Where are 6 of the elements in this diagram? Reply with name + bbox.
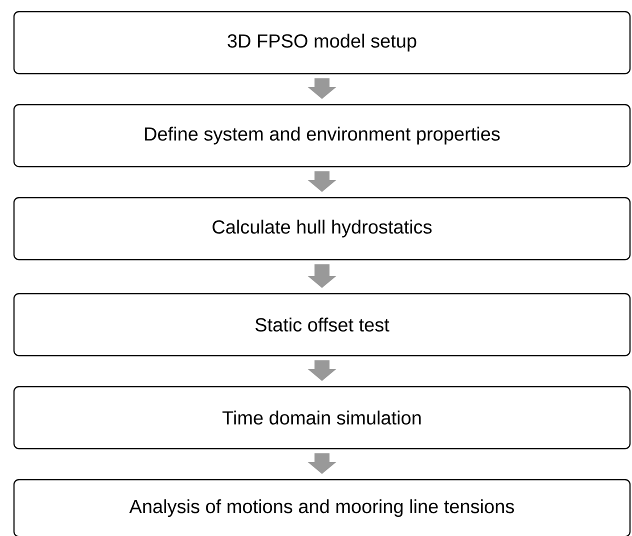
process-box: Calculate hull hydrostatics [13, 197, 631, 260]
process-box: Analysis of motions and mooring line tensions [13, 479, 631, 536]
process-box: Static offset test [13, 293, 631, 356]
process-box: Define system and environment properties [13, 104, 631, 168]
process-box: Time domain simulation [13, 386, 631, 450]
process-box: 3D FPSO model setup [13, 11, 631, 74]
